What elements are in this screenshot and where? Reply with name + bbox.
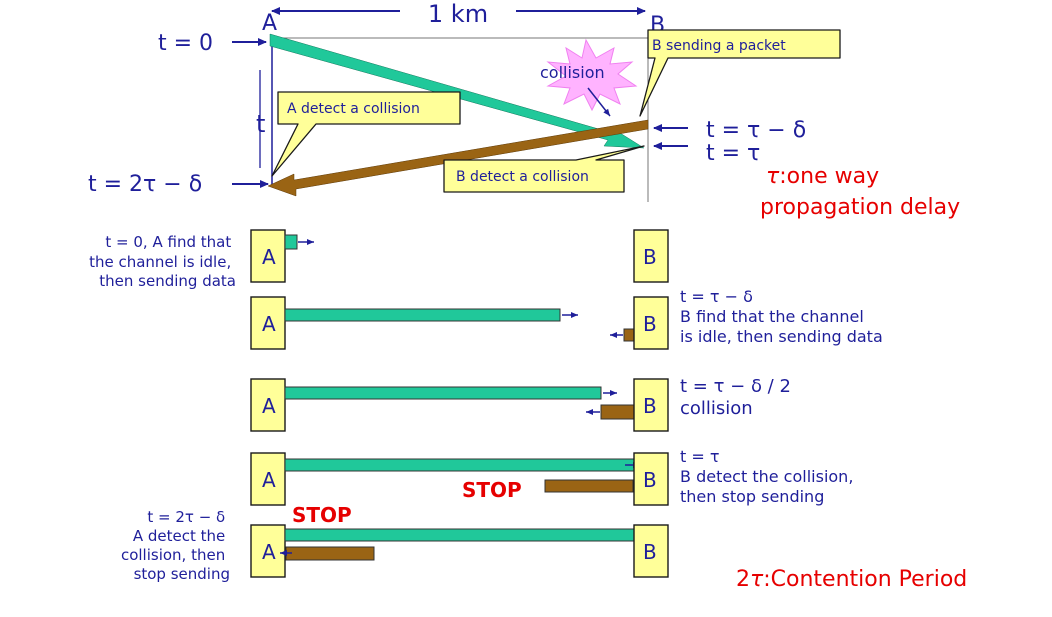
tau-symbol: τ [766, 164, 780, 189]
b-signal [544, 479, 634, 493]
callout-b-sending-text: B sending a packet [652, 38, 786, 54]
a-signal [284, 308, 561, 322]
callout-b-sending: B sending a packet [639, 29, 841, 117]
contention-period-label: 2τ:Contention Period [736, 567, 967, 592]
stop-label: STOP [462, 478, 522, 502]
collision-burst [546, 38, 638, 112]
step-row-1: t = 0, A find that the channel is idle, … [89, 229, 669, 290]
station-a-box [250, 378, 286, 432]
callout-b-detect: B detect a collision [443, 145, 645, 193]
step-row-2: A B t = τ − δ B find that the channel is… [250, 287, 883, 350]
station-a-label: A [262, 245, 276, 269]
callout-a-detect-text: A detect a collision [287, 101, 420, 117]
step3-right-note: t = τ − δ / 2 collision [680, 376, 797, 419]
station-b-box [633, 452, 669, 506]
time-label-2tau-minus-delta: t = 2τ − δ [88, 172, 202, 197]
b-signal [285, 546, 375, 561]
step4-right-line1: t = τ [680, 447, 719, 466]
tau-definition-rest: :one way [779, 164, 879, 189]
tau-definition-line1: τ:one way [766, 164, 879, 189]
step2-right-line1: t = τ − δ [680, 287, 753, 306]
a-signal [284, 458, 635, 472]
stop-label: STOP [292, 503, 352, 527]
step1-left-line3: then sending data [99, 272, 236, 290]
station-a-box [250, 452, 286, 506]
station-b-label: B [643, 312, 657, 336]
station-a-box [250, 524, 286, 578]
callout-a-detect: A detect a collision [271, 91, 461, 177]
step1-left-line2: the channel is idle, [89, 253, 231, 271]
step-row-4: A STOP B t = τ B detect the collision, t… [250, 447, 859, 506]
contention-tau-symbol: τ [750, 567, 764, 592]
step4-right-line3: then stop sending [680, 487, 824, 506]
time-label-tau-minus-delta: t = τ − δ [706, 118, 806, 143]
time-axis-label: t [256, 110, 265, 138]
station-a-label: A [262, 540, 276, 564]
time-label-tau: t = τ [706, 141, 760, 166]
station-a-box [250, 229, 286, 283]
b-signal-arrow [267, 119, 649, 197]
step2-right-line3: is idle, then sending data [680, 327, 883, 346]
step2-right-line2: B find that the channel [680, 307, 864, 326]
time-label-t0: t = 0 [158, 31, 213, 56]
contention-prefix: 2 [736, 567, 750, 592]
callout-b-detect-text: B detect a collision [456, 169, 589, 185]
collision-label: collision [540, 63, 605, 82]
step3-right-line1: t = τ − δ / 2 [680, 376, 791, 397]
step4-right-line2: B detect the collision, [680, 467, 853, 486]
step4-right-note: t = τ B detect the collision, then stop … [680, 447, 859, 506]
station-a-label: A [262, 394, 276, 418]
station-b-box [633, 524, 669, 578]
b-signal [600, 404, 635, 420]
station-b-label: B [643, 540, 657, 564]
a-signal [284, 234, 298, 250]
step2-right-note: t = τ − δ B find that the channel is idl… [680, 287, 883, 346]
tau-definition-line2: propagation delay [760, 195, 960, 220]
step5-left-line3: collision, then [121, 546, 225, 564]
space-time-diagram: 1 km A B t t = 0 t = 2τ − δ t = τ − δ t … [88, 0, 960, 220]
station-b-label: B [643, 245, 657, 269]
contention-rest: :Contention Period [763, 567, 967, 592]
station-a-label: A [262, 312, 276, 336]
b-signal [623, 328, 635, 342]
step1-left-line1: t = 0, A find that [105, 233, 231, 251]
top-node-a: A [262, 11, 277, 36]
step3-right-line2: collision [680, 398, 753, 419]
collision-pointer [587, 87, 611, 117]
step5-left-note: t = 2τ − δ A detect the collision, then … [121, 508, 230, 583]
station-b-box [633, 229, 669, 283]
station-b-box [633, 296, 669, 350]
step5-left-line4: stop sending [134, 565, 230, 583]
step5-left-line1: t = 2τ − δ [147, 508, 225, 526]
station-b-box [633, 378, 669, 432]
step-rows: t = 0, A find that the channel is idle, … [89, 229, 883, 583]
a-signal [284, 528, 635, 542]
step-row-5: t = 2τ − δ A detect the collision, then … [121, 503, 669, 583]
distance-label: 1 km [428, 0, 488, 28]
a-signal [284, 386, 602, 400]
step5-left-line2: A detect the [133, 527, 225, 545]
station-a-label: A [262, 468, 276, 492]
station-b-label: B [643, 394, 657, 418]
station-b-label: B [643, 468, 657, 492]
step-row-3: A B t = τ − δ / 2 collision [250, 376, 797, 432]
step1-left-note: t = 0, A find that the channel is idle, … [89, 233, 236, 290]
station-a-box [250, 296, 286, 350]
